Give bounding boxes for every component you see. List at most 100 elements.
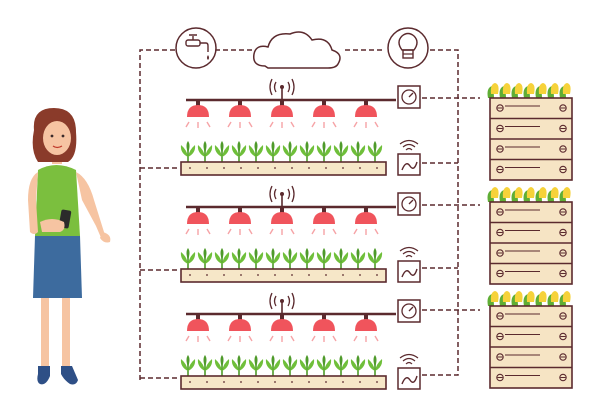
tulip (502, 83, 511, 94)
gauge-icon (397, 85, 421, 109)
right-shoe (61, 366, 78, 385)
plant-sprout (231, 141, 247, 162)
gauge-icon (397, 299, 421, 323)
tulip (550, 83, 559, 94)
plant-sprout (299, 248, 315, 269)
grow-lamp (227, 100, 253, 128)
plant-sprout (180, 355, 196, 376)
grow-lamp (353, 207, 379, 235)
plant-sprout (214, 355, 230, 376)
tulip (490, 291, 499, 302)
grow-lamp (227, 207, 253, 235)
soil-bed (180, 268, 387, 283)
plant-sprout (350, 355, 366, 376)
plant-sprout (282, 355, 298, 376)
plant-sprout (248, 248, 264, 269)
plant-sprout (180, 141, 196, 162)
tulip (562, 187, 571, 198)
tulip (538, 187, 547, 198)
wireless-sensor-icon (397, 139, 421, 176)
tulip (550, 187, 559, 198)
plant-sprout (265, 141, 281, 162)
grow-lamp (227, 314, 253, 342)
plant-sprout (265, 248, 281, 269)
antenna-icon (269, 292, 295, 314)
grow-lamp (269, 207, 295, 235)
grow-lamp (269, 100, 295, 128)
grow-rack-3 (180, 292, 421, 390)
tulip (502, 291, 511, 302)
tulip (526, 83, 535, 94)
plant-sprout (197, 141, 213, 162)
tulip (562, 291, 571, 302)
plant-sprout (282, 248, 298, 269)
plant-sprout (367, 141, 383, 162)
tulip (514, 187, 523, 198)
light-bulb-icon (387, 27, 429, 69)
tulip (550, 291, 559, 302)
grow-lamp (185, 100, 211, 128)
plant-sprout (197, 248, 213, 269)
plant-sprout (299, 355, 315, 376)
grow-lamp (353, 314, 379, 342)
grow-lamp (311, 207, 337, 235)
person-farmer (28, 108, 111, 385)
plant-sprout (350, 141, 366, 162)
antenna-icon (269, 185, 295, 207)
produce-crate-2 (487, 187, 573, 285)
plant-sprout (367, 248, 383, 269)
grow-rack-1 (180, 78, 421, 176)
water-tap-icon (175, 27, 217, 69)
tulip (562, 83, 571, 94)
grow-lamp (353, 100, 379, 128)
tulip (538, 291, 547, 302)
plant-sprout (197, 355, 213, 376)
grow-lamp (185, 314, 211, 342)
grow-lamp (311, 314, 337, 342)
soil-bed (180, 161, 387, 176)
plant-sprout (248, 141, 264, 162)
plant-sprout (180, 248, 196, 269)
plant-sprout (231, 355, 247, 376)
grow-rack-2 (180, 185, 421, 283)
plant-sprout (214, 248, 230, 269)
plant-sprout (282, 141, 298, 162)
tulip (538, 83, 547, 94)
plant-sprout (367, 355, 383, 376)
plant-sprout (299, 141, 315, 162)
tulip (514, 83, 523, 94)
plant-sprout (316, 248, 332, 269)
antenna-icon (269, 78, 295, 100)
gauge-icon (397, 192, 421, 216)
connector-lines (139, 49, 480, 380)
plant-sprout (333, 141, 349, 162)
plant-sprout (350, 248, 366, 269)
skirt (33, 236, 82, 298)
tulip (514, 291, 523, 302)
plant-sprout (231, 248, 247, 269)
tulip (526, 291, 535, 302)
left-shoe (37, 366, 50, 385)
plant-sprout (248, 355, 264, 376)
produce-crate-3 (487, 291, 573, 389)
tulip (490, 187, 499, 198)
tulip (502, 187, 511, 198)
tulip (490, 83, 499, 94)
grow-lamp (185, 207, 211, 235)
tulip (526, 187, 535, 198)
plant-sprout (265, 355, 281, 376)
plant-sprout (316, 141, 332, 162)
face (43, 121, 71, 155)
grow-lamp (269, 314, 295, 342)
plant-sprout (333, 248, 349, 269)
plant-sprout (214, 141, 230, 162)
wireless-sensor-icon (397, 353, 421, 390)
plant-sprout (333, 355, 349, 376)
cloud-icon (252, 31, 341, 69)
plant-sprout (316, 355, 332, 376)
produce-crate-1 (487, 83, 573, 181)
soil-bed (180, 375, 387, 390)
wireless-sensor-icon (397, 246, 421, 283)
grow-lamp (311, 100, 337, 128)
